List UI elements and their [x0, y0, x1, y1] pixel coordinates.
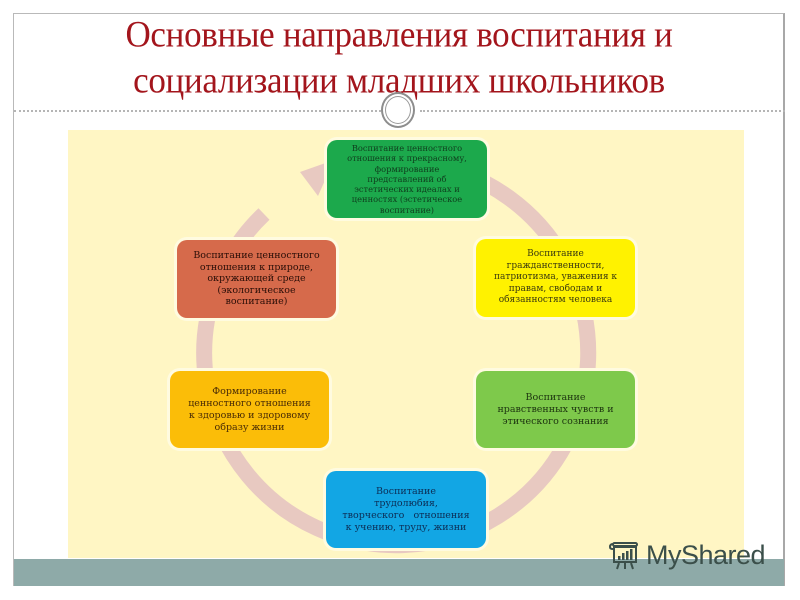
node-text-line: Воспитание — [376, 485, 436, 497]
node-text-line: правам, свободам и — [508, 283, 603, 294]
node-text-line: к здоровью и здоровому — [188, 409, 311, 421]
node-text-line: (экологическое — [217, 284, 296, 296]
node-text-line: обязанностям человека — [498, 295, 613, 306]
node-text-line: этического сознания — [502, 415, 609, 427]
myshared-watermark[interactable]: MyShared — [608, 538, 766, 572]
presentation-chart-icon — [608, 542, 638, 570]
node-aesthetic-education: Воспитание ценностного отношения к прекр… — [327, 140, 487, 218]
node-text-line: нравственных чувств и — [497, 403, 614, 415]
node-text-line: трудолюбия, — [374, 497, 438, 509]
node-text-line: Воспитание ценностного — [193, 250, 320, 262]
node-text-line: Воспитание — [525, 391, 586, 403]
node-text-line: отношения к прекрасному, — [347, 153, 467, 164]
node-text-line: гражданственности, — [506, 260, 605, 271]
node-labor-education: Воспитание трудолюбия, творческого отнош… — [326, 471, 486, 548]
node-text-line: образу жизни — [214, 421, 285, 433]
node-ecological-education: Воспитание ценностного отношения к приро… — [177, 240, 336, 318]
footer-bar — [14, 559, 784, 586]
node-text-line: представлений об — [367, 173, 447, 184]
slide-title: Основные направления воспитания и социал… — [13, 12, 785, 104]
node-text-line: формирование — [374, 163, 440, 174]
node-text-line: Воспитание ценностного — [351, 142, 463, 153]
node-text-line: творческого отношения — [342, 509, 470, 521]
node-text-line: к учению, труду, жизни — [345, 521, 467, 533]
node-moral-education: Воспитание нравственных чувств и этическ… — [476, 371, 635, 448]
node-text-line: отношения к природе, — [199, 261, 314, 273]
node-text-line: воспитание) — [379, 204, 435, 215]
title-divider-right — [420, 110, 785, 112]
node-civic-education: Воспитание гражданственности, патриотизм… — [476, 239, 635, 317]
node-text-line: ценностного отношения — [188, 397, 311, 409]
node-text-line: Воспитание — [527, 249, 584, 260]
node-text-line: ценностях (эстетическое — [351, 194, 463, 205]
circle-ornament-icon — [381, 92, 415, 128]
title-divider-left — [14, 110, 381, 112]
node-text-line: эстетических идеалах и — [354, 184, 460, 195]
watermark-text: MyShared — [646, 539, 766, 570]
node-text-line: патриотизма, уважения к — [494, 272, 617, 283]
node-health-education: Формирование ценностного отношения к здо… — [170, 371, 329, 448]
title-line-1: Основные направления воспитания и — [125, 13, 673, 55]
node-text-line: Формирование — [212, 385, 287, 397]
node-text-line: воспитание) — [225, 296, 288, 308]
node-text-line: окружающей среде — [207, 273, 306, 285]
